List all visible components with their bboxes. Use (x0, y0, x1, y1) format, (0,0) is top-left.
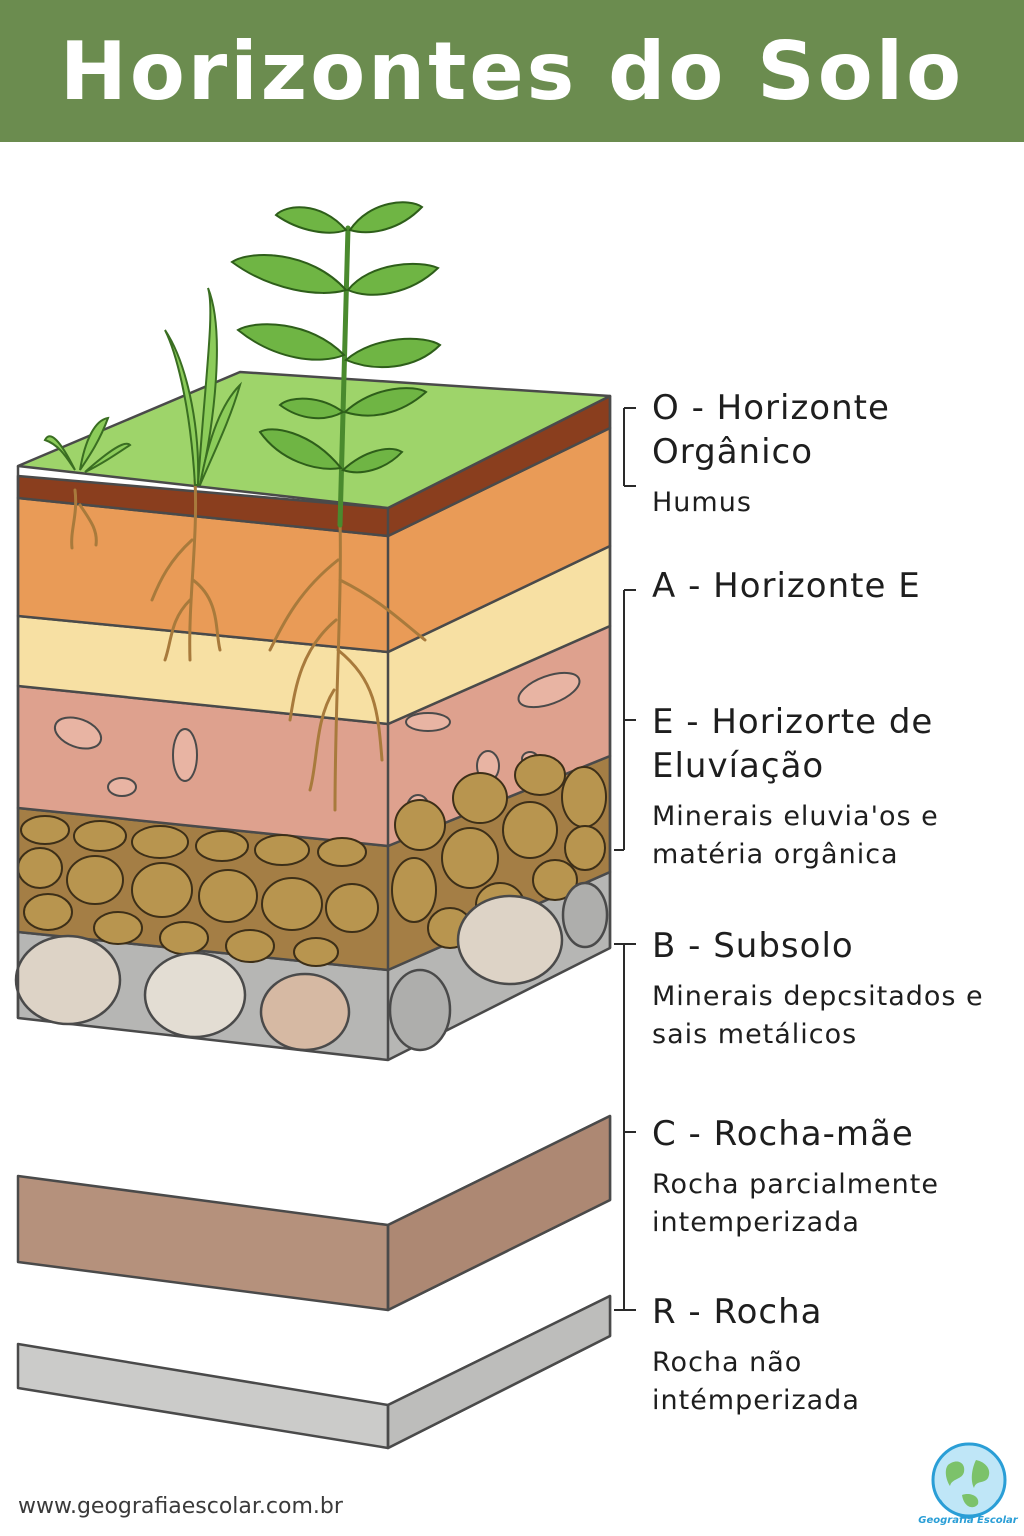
horizon-title: A - Horizonte E (652, 566, 921, 606)
label-c-horizon: C - Rocha-mãe Rocha parcialmente intempe… (652, 1112, 982, 1242)
block-edge (16, 396, 612, 1060)
horizon-description: Rocha parcialmente intemperizada (652, 1169, 939, 1238)
label-brackets (614, 407, 636, 1311)
logo-text: Geografia Escolar (918, 1515, 1018, 1526)
r-layer-rock (16, 1294, 612, 1450)
globe-logo-icon (931, 1442, 1007, 1519)
label-e-horizon: E - Horizorte de Eluvíação Minerais eluv… (652, 700, 992, 874)
horizon-title: C - Rocha-mãe (652, 1114, 914, 1154)
plant-roots (70, 478, 427, 812)
horizon-title: R - Rocha (652, 1292, 823, 1332)
horizon-title: O - Horizonte Orgânico (652, 388, 890, 472)
horizon-title: E - Horizorte de Eluvíação (652, 702, 934, 786)
horizon-title: B - Subsolo (652, 926, 854, 966)
seedling-stem (337, 225, 351, 528)
boulders (14, 881, 609, 1052)
label-a-horizon: A - Horizonte E (652, 564, 942, 608)
horizon-description: Rocha não intémperizada (652, 1347, 860, 1416)
label-r-horizon: R - Rocha Rocha não intémperizada (652, 1290, 952, 1420)
plants (43, 201, 442, 812)
page-title: Horizontes do Solo (59, 25, 965, 118)
horizon-description: Minerais eluvia'os e matéria orgânica (652, 801, 939, 870)
grass-tuft (43, 416, 132, 473)
label-o-horizon: O - Horizonte Orgânico Humus (652, 386, 952, 522)
horizon-description: Minerais depcsitados e sais metálicos (652, 981, 984, 1050)
title-banner: Horizontes do Solo (0, 0, 1024, 142)
horizon-description: Humus (652, 487, 752, 518)
seedling-leaves (230, 201, 442, 474)
website-url: www.geografiaescolar.com.br (18, 1494, 343, 1519)
blade-plant (164, 287, 243, 486)
label-b-horizon: B - Subsolo Minerais depcsitados e sais … (652, 924, 1002, 1054)
c-layer-parent-rock (16, 1114, 612, 1312)
